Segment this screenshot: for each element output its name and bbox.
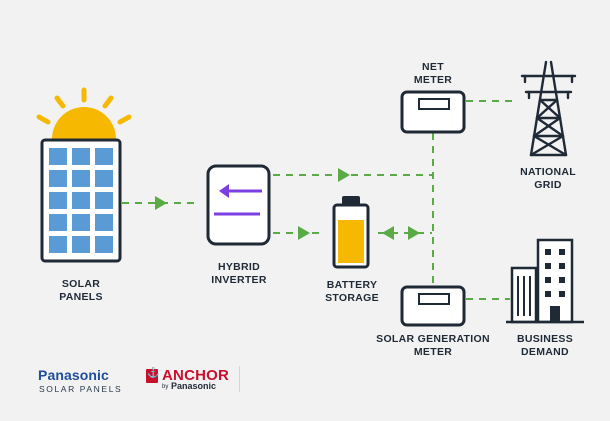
net-meter-icon xyxy=(400,90,466,134)
panasonic-logo-subtitle: SOLAR PANELS xyxy=(39,384,123,394)
anchor-logo: ANCHOR xyxy=(162,367,230,384)
flow-arrows xyxy=(155,168,420,240)
anchor-logo-icon xyxy=(146,368,159,383)
office-building-icon xyxy=(506,238,584,324)
solar-generation-meter-icon xyxy=(400,285,466,327)
anchor-logo-panasonic: Panasonic xyxy=(171,381,217,391)
arrow-right-icon xyxy=(338,168,350,182)
inverter-icon xyxy=(206,164,271,246)
solar-panel-icon xyxy=(40,138,122,263)
brand-divider xyxy=(239,366,240,392)
power-pylon-icon xyxy=(520,60,577,157)
arrow-right-icon xyxy=(298,226,310,240)
battery-icon xyxy=(332,196,370,269)
arrow-right-icon xyxy=(155,196,167,210)
anchor-logo-by: by xyxy=(162,384,169,390)
panasonic-logo: Panasonic xyxy=(38,367,109,383)
arrow-right-icon xyxy=(408,226,420,240)
arrow-left-icon xyxy=(382,226,394,240)
sun-icon xyxy=(36,87,132,139)
